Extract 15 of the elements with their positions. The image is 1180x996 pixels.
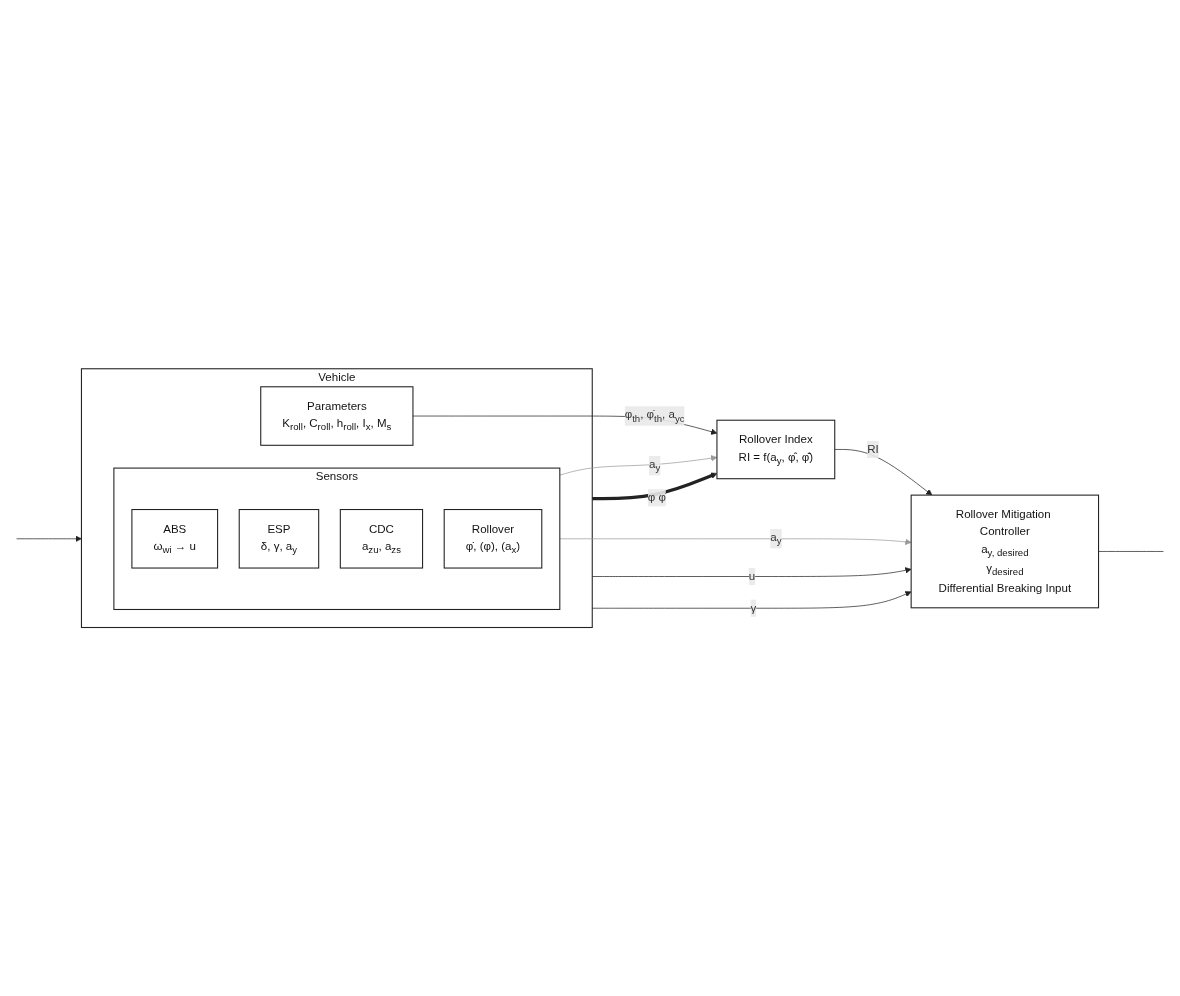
edge-label: u: [748, 569, 756, 583]
edge-label: γ: [750, 601, 757, 614]
node-box: Rollover Mitigation Controller a$_{y, desired}$ γ$_{desired}$ Differential Breaking Input: [910, 494, 1100, 609]
connector: [1098, 550, 1164, 552]
edge-label: a$_{y}$: [648, 458, 661, 474]
node-box: ABS ω$_{wi}$ → u: [131, 508, 219, 569]
edge-label: φ φ̇: [647, 491, 666, 504]
node-box: Rollover φ̇, (φ), (a$_{x}$): [443, 508, 543, 569]
edge-label: RI: [867, 442, 879, 456]
edge-label: a$_{y}$: [770, 531, 782, 547]
node-box: Rollover Index RI = f(a$_{y}$, φ̂, φ̂̇): [716, 419, 836, 480]
edge-label: φ$_{th}$, φ̇$_{th}$, a$_{yc}$: [624, 408, 685, 424]
node-box: Parameters K$_{roll}$, C$_{roll}$, h$_{roll}$, I$_{x}$, M$_{s}$: [260, 386, 414, 446]
node-box: CDC a$_{zu}$, a$_{zs}$: [339, 508, 424, 569]
node-box: ESP δ, γ, a$_{y}$: [238, 508, 320, 569]
